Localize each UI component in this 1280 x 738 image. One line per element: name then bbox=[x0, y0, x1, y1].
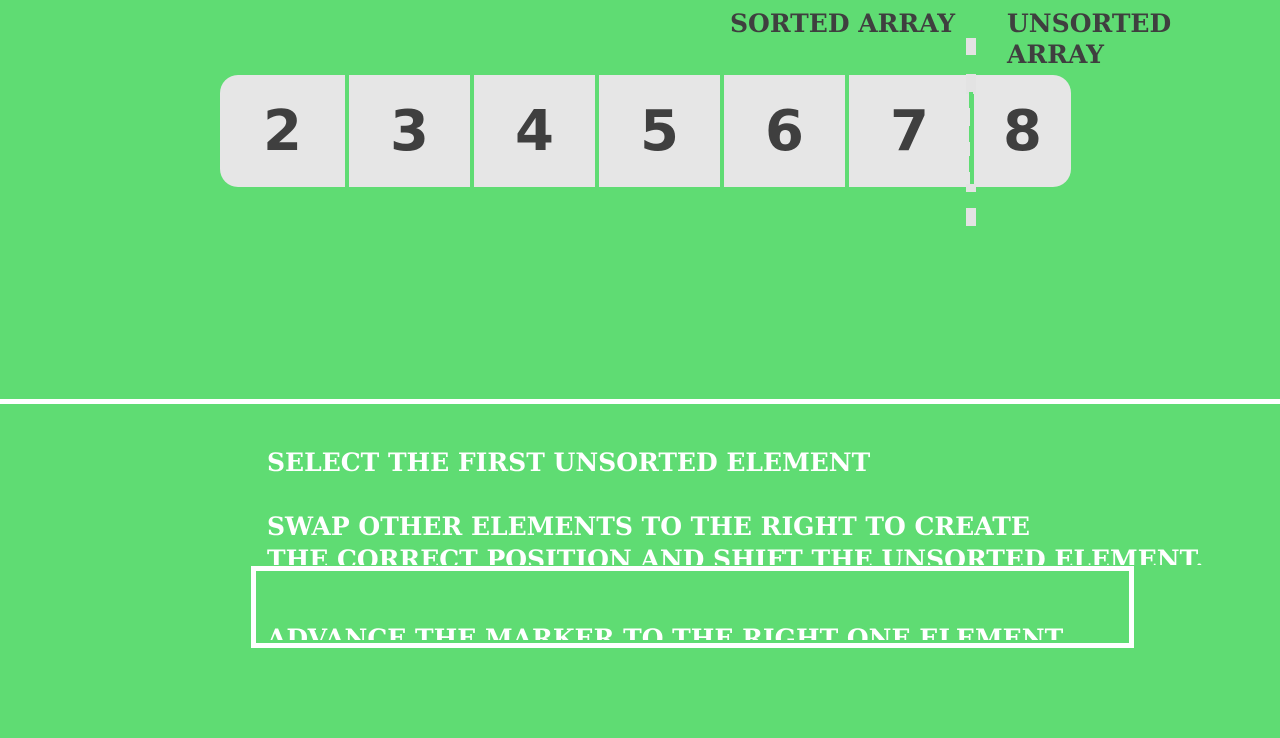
step-2-line-2: THE CORRECT POSITION AND SHIFT THE UNSOR… bbox=[267, 545, 1204, 565]
array-cell: 6 bbox=[724, 75, 845, 187]
array: 2 3 4 5 6 7 8 bbox=[220, 75, 1071, 187]
array-cell: 4 bbox=[474, 75, 595, 187]
array-cell: 3 bbox=[349, 75, 470, 187]
step-swap-elements: SWAP OTHER ELEMENTS TO THE RIGHT TO CREA… bbox=[267, 510, 1204, 565]
array-cell: 8 bbox=[974, 75, 1071, 187]
sorted-unsorted-marker bbox=[966, 38, 976, 228]
section-divider bbox=[0, 399, 1280, 404]
step-advance-marker: ADVANCE THE MARKER TO THE RIGHT ONE ELEM… bbox=[267, 624, 1069, 640]
sorted-array-label: SORTED ARRAY bbox=[730, 9, 956, 38]
array-cell: 5 bbox=[599, 75, 720, 187]
unsorted-array-label: UNSORTED ARRAY bbox=[1007, 9, 1172, 69]
step-2-line-1: SWAP OTHER ELEMENTS TO THE RIGHT TO CREA… bbox=[267, 512, 1030, 541]
step-select-first-unsorted: SELECT THE FIRST UNSORTED ELEMENT bbox=[267, 448, 871, 477]
array-cell: 7 bbox=[849, 75, 970, 187]
array-cell: 2 bbox=[220, 75, 345, 187]
current-step-highlight-box bbox=[251, 566, 1134, 648]
